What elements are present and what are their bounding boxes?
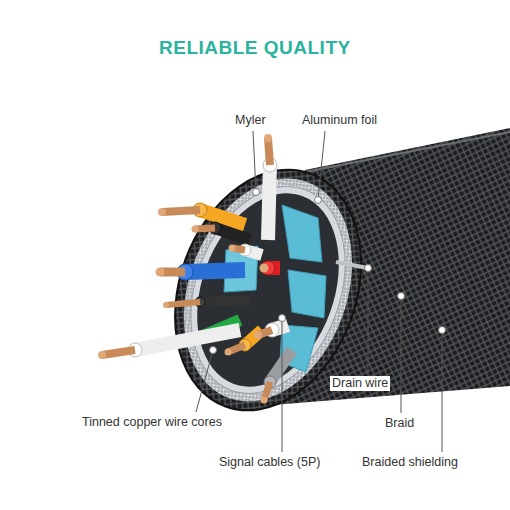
- leader-dot: [365, 265, 372, 272]
- copper-core: [162, 210, 200, 212]
- part-label: Signal cables (5P): [217, 455, 322, 470]
- leader-dot: [315, 197, 322, 204]
- leader-line: [253, 131, 256, 192]
- leader-line: [282, 318, 283, 452]
- copper-core: [268, 138, 270, 165]
- part-label: Braided shielding: [360, 455, 460, 470]
- mylar-wrap: [282, 205, 322, 262]
- leader-dot: [210, 347, 217, 354]
- copper-end: [225, 349, 232, 356]
- copper-core: [102, 350, 135, 355]
- copper-end: [98, 351, 106, 359]
- leader-dot: [398, 293, 405, 300]
- part-label: Aluminum foil: [300, 113, 379, 128]
- part-label: Myler: [233, 113, 268, 128]
- copper-core: [166, 302, 200, 305]
- part-label: Tinned copper wire cores: [80, 415, 224, 430]
- leader-line: [318, 131, 325, 200]
- copper-end: [156, 268, 165, 277]
- copper-end: [229, 245, 236, 252]
- white-wire: [135, 330, 240, 350]
- leader-line: [196, 350, 213, 412]
- part-label: Drain wire: [330, 376, 390, 391]
- leader-line: [401, 296, 402, 413]
- copper-end: [264, 134, 272, 142]
- title: RELIABLE QUALITY: [159, 37, 351, 59]
- copper-end: [163, 302, 169, 308]
- copper-end: [192, 226, 199, 233]
- dark-wire: [200, 300, 250, 302]
- jacket-highlight: [305, 132, 510, 172]
- copper-end: [260, 264, 269, 273]
- blue-wire: [185, 270, 245, 272]
- white-wire: [268, 165, 270, 240]
- part-label: Braid: [383, 416, 416, 431]
- leader-line: [368, 268, 369, 373]
- jacket-face: [143, 143, 393, 436]
- leader-dot: [439, 327, 446, 334]
- leader-dot: [279, 315, 286, 322]
- copper-end: [254, 331, 262, 339]
- leader-dot: [253, 189, 260, 196]
- leader-line: [442, 330, 443, 452]
- drain-wire: [336, 262, 368, 268]
- copper-end: [158, 208, 166, 216]
- cable-jacket: [235, 128, 510, 408]
- copper-end: [261, 397, 268, 404]
- mylar-wrap: [288, 270, 326, 318]
